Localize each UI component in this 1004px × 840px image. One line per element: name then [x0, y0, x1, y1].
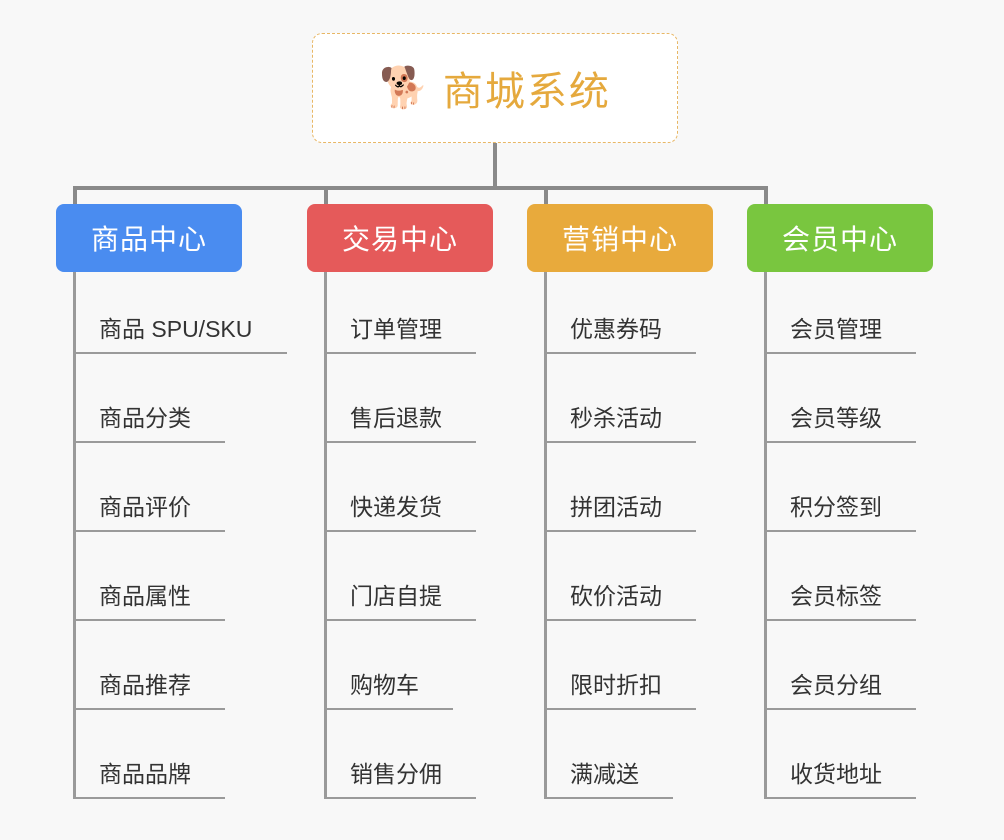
- leaf-item-label: 商品 SPU/SKU: [99, 316, 253, 342]
- leaf-item-underline: [544, 441, 696, 443]
- connector-branch-marketing-center: [544, 186, 548, 206]
- leaf-item-underline: [324, 352, 476, 354]
- leaf-item-label: 满减送: [570, 761, 639, 787]
- leaf-item-underline: [324, 619, 476, 621]
- leaf-item-label: 积分签到: [790, 494, 882, 520]
- leaf-item-underline: [544, 797, 673, 799]
- leaf-item-label: 门店自提: [350, 583, 442, 609]
- leaf-item-label: 会员管理: [790, 316, 882, 342]
- category-header-label: 会员中心: [781, 224, 898, 255]
- root-title: 商城系统: [442, 70, 611, 114]
- leaf-item-label: 购物车: [350, 672, 419, 698]
- column-spine-trade-center: [324, 272, 327, 799]
- leaf-item-underline: [764, 619, 916, 621]
- column-spine-marketing-center: [544, 272, 547, 799]
- category-header-marketing-center[interactable]: 营销中心: [527, 204, 713, 272]
- leaf-item-underline: [324, 530, 476, 532]
- leaf-item-underline: [764, 708, 916, 710]
- leaf-item-underline: [324, 708, 453, 710]
- leaf-item-label: 商品分类: [99, 405, 191, 431]
- leaf-item-underline: [764, 797, 916, 799]
- leaf-item-underline: [73, 708, 225, 710]
- leaf-item-label: 拼团活动: [570, 494, 662, 520]
- leaf-item-label: 商品品牌: [99, 761, 191, 787]
- category-header-member-center[interactable]: 会员中心: [747, 204, 933, 272]
- leaf-item-underline: [73, 352, 287, 354]
- leaf-item-label: 秒杀活动: [570, 405, 662, 431]
- leaf-item-label: 会员等级: [790, 405, 882, 431]
- leaf-item-underline: [544, 619, 696, 621]
- column-spine-product-center: [73, 272, 76, 799]
- leaf-item-underline: [73, 530, 225, 532]
- leaf-item-underline: [73, 441, 225, 443]
- connector-branch-member-center: [764, 186, 768, 206]
- leaf-item-underline: [764, 441, 916, 443]
- category-header-label: 交易中心: [341, 224, 458, 255]
- leaf-item-underline: [544, 708, 696, 710]
- category-header-label: 商品中心: [90, 224, 207, 255]
- leaf-item-label: 售后退款: [350, 405, 442, 431]
- leaf-item-label: 限时折扣: [570, 672, 662, 698]
- leaf-item-label: 商品评价: [99, 494, 191, 520]
- leaf-item-underline: [764, 352, 916, 354]
- leaf-item-underline: [324, 797, 476, 799]
- connector-branch-trade-center: [324, 186, 328, 206]
- leaf-item-underline: [544, 352, 696, 354]
- leaf-item-label: 会员分组: [790, 672, 882, 698]
- root-node[interactable]: 🐕 商城系统: [312, 33, 678, 143]
- leaf-item-label: 销售分佣: [350, 761, 442, 787]
- leaf-item-underline: [764, 530, 916, 532]
- connector-branch-product-center: [73, 186, 77, 206]
- connector-horizontal-bus: [73, 186, 768, 190]
- shiba-dog-face-icon: 🐕: [379, 66, 429, 110]
- connector-root-stem: [493, 143, 497, 186]
- category-header-label: 营销中心: [561, 224, 678, 255]
- leaf-item-label: 快递发货: [350, 494, 442, 520]
- leaf-item-label: 订单管理: [350, 316, 442, 342]
- column-spine-member-center: [764, 272, 767, 799]
- leaf-item-label: 商品属性: [99, 583, 191, 609]
- leaf-item-label: 商品推荐: [99, 672, 191, 698]
- leaf-item-underline: [73, 619, 225, 621]
- category-header-trade-center[interactable]: 交易中心: [307, 204, 493, 272]
- leaf-item-label: 收货地址: [790, 761, 882, 787]
- leaf-item-label: 会员标签: [790, 583, 882, 609]
- leaf-item-underline: [544, 530, 696, 532]
- leaf-item-underline: [324, 441, 476, 443]
- leaf-item-label: 优惠券码: [570, 316, 662, 342]
- category-header-product-center[interactable]: 商品中心: [56, 204, 242, 272]
- leaf-item-label: 砍价活动: [570, 583, 662, 609]
- leaf-item-underline: [73, 797, 225, 799]
